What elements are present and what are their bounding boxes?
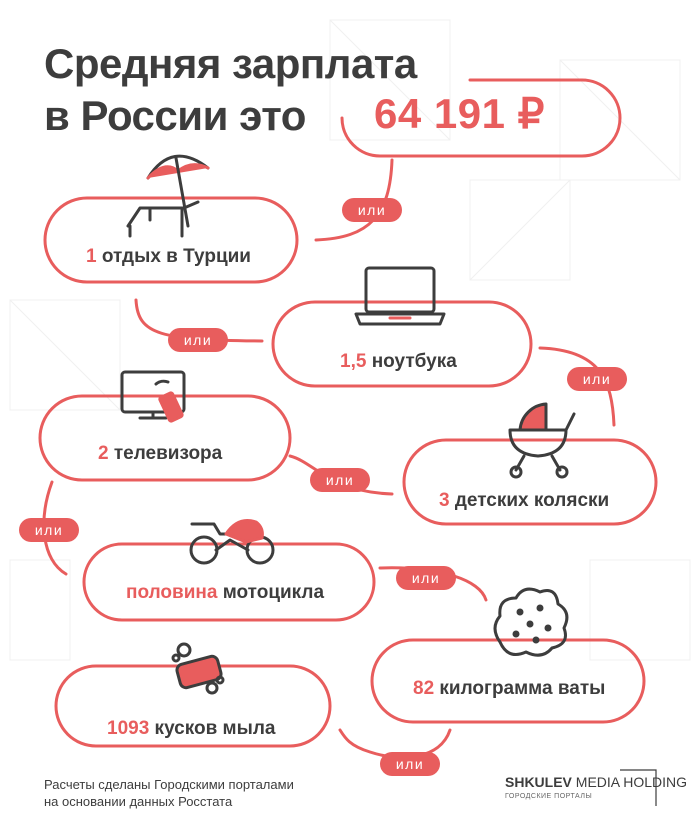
baby-stroller-icon xyxy=(508,402,576,479)
brand-logo-text: SHKULEV MEDIA HOLDING xyxy=(505,773,687,791)
brand-logo-frame xyxy=(620,769,657,806)
or-badge-4 xyxy=(310,468,370,492)
page-title: Средняя зарплата в России это xyxy=(44,38,417,142)
item-number: 1 xyxy=(86,246,97,267)
or-badge-6 xyxy=(396,566,456,590)
or-badges xyxy=(19,198,627,776)
brand-subtitle: ГОРОДСКИЕ ПОРТАЛЫ xyxy=(505,793,593,800)
pill-turkey xyxy=(43,196,299,284)
item-turkey-label: 1 отдых в Турции xyxy=(86,245,251,269)
item-text: килограмма ваты xyxy=(434,678,606,699)
or-badge-3 xyxy=(567,367,627,391)
title-line-2: в России это xyxy=(44,92,306,139)
item-text: телевизора xyxy=(108,443,223,464)
laptop-icon xyxy=(354,266,446,326)
or-label: или xyxy=(183,332,213,348)
item-text: отдых в Турции xyxy=(96,246,251,267)
brand-name-bold: SHKULEV xyxy=(505,774,572,790)
background-pattern xyxy=(9,19,691,661)
item-text: ноутбука xyxy=(366,351,457,372)
item-stroller-label: 3 детских коляски xyxy=(439,489,609,513)
or-label: или xyxy=(357,202,387,218)
cotton-wool-icon xyxy=(493,587,569,657)
item-number: 3 xyxy=(439,490,450,511)
brand-name-rest: MEDIA HOLDING xyxy=(571,774,688,790)
salary-pill xyxy=(340,78,622,158)
or-badge-2 xyxy=(168,328,228,352)
source-note-line-2: на основании данных Росстата xyxy=(44,794,233,809)
source-note: Расчеты сделаны Городскими порталами на … xyxy=(44,776,294,810)
tv-remote-icon xyxy=(120,370,186,423)
title-line-1: Средняя зарплата xyxy=(44,40,417,87)
or-label: или xyxy=(582,371,612,387)
salary-value: 64 191 ₽ xyxy=(374,90,545,137)
source-note-line-1: Расчеты сделаны Городскими порталами xyxy=(44,777,294,792)
item-number: 82 xyxy=(413,678,435,699)
item-text: мотоцикла xyxy=(217,582,325,603)
or-label: или xyxy=(395,756,425,772)
item-moto-label: половина мотоцикла xyxy=(126,581,324,605)
or-badge-7 xyxy=(380,752,440,776)
pill-moto xyxy=(82,542,376,622)
motorcycle-icon xyxy=(189,519,275,565)
item-number: 1,5 xyxy=(340,351,367,372)
pill-stroller xyxy=(402,438,658,526)
item-text: кусков мыла xyxy=(149,718,276,739)
item-number: половина xyxy=(126,582,218,603)
connector-7 xyxy=(338,728,452,759)
or-label: или xyxy=(325,472,355,488)
connector-2 xyxy=(134,298,264,343)
item-laptop-label: 1,5 ноутбука xyxy=(340,350,457,374)
beach-chair-umbrella-icon xyxy=(126,154,210,238)
item-text: детских коляски xyxy=(449,490,610,511)
or-badge-5 xyxy=(19,518,79,542)
item-tv-label: 2 телевизора xyxy=(98,442,222,466)
pill-cotton xyxy=(370,638,646,724)
or-label: или xyxy=(411,570,441,586)
soap-icon xyxy=(171,642,225,695)
item-number: 2 xyxy=(98,443,109,464)
item-number: 1093 xyxy=(107,718,150,739)
item-soap-label: 1093 кусков мыла xyxy=(107,717,275,741)
pill-laptop xyxy=(271,300,533,388)
connectors xyxy=(38,78,658,759)
or-badge-1 xyxy=(342,198,402,222)
item-cotton-label: 82 килограмма ваты xyxy=(413,677,605,701)
or-label: или xyxy=(34,522,64,538)
